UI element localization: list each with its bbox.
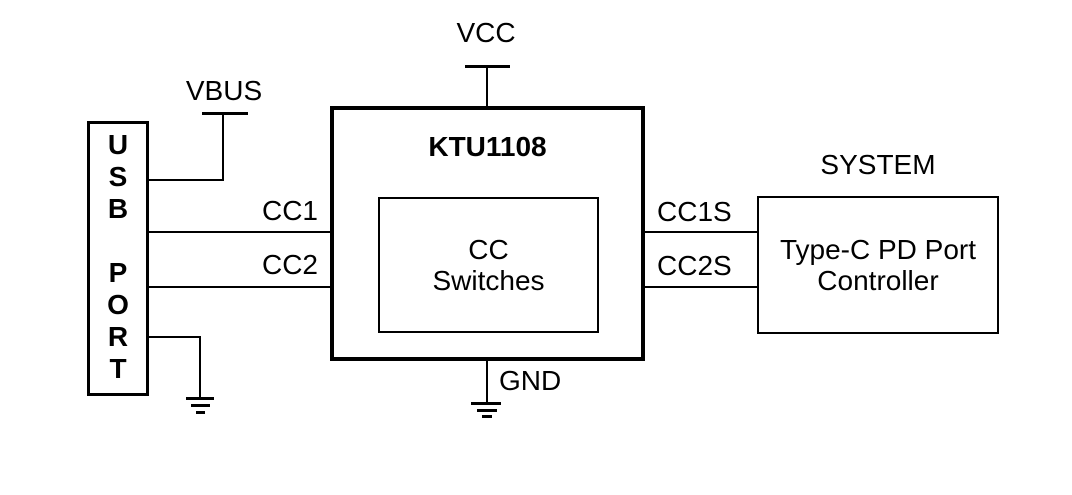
cc1s-label: CC1S bbox=[657, 196, 732, 227]
pd-port-controller-label-line1: Type-C PD Port bbox=[779, 234, 977, 265]
cc1-wire bbox=[149, 231, 379, 233]
usb-port-letter: U bbox=[107, 129, 129, 160]
usb-port-letter: T bbox=[109, 353, 127, 384]
ground-bar-medium bbox=[191, 404, 210, 407]
pd-port-controller-label-line2: Controller bbox=[817, 265, 939, 296]
vcc-label: VCC bbox=[456, 17, 516, 48]
vcc-wire bbox=[486, 67, 488, 108]
ground-bar-medium bbox=[477, 409, 497, 412]
cc-switches-label-line2: Switches bbox=[432, 265, 545, 296]
usb-port-letter: B bbox=[107, 193, 129, 224]
usb-port-letter: S bbox=[108, 161, 128, 192]
ktu1108-title: KTU1108 bbox=[428, 131, 547, 162]
system-caption: SYSTEM bbox=[820, 149, 936, 180]
vbus-label: VBUS bbox=[185, 75, 263, 106]
usb-port-box: U S B P O R T bbox=[87, 121, 149, 396]
ground-bar-large bbox=[471, 402, 501, 405]
usb-port-letter: O bbox=[107, 289, 129, 320]
cc2-label: CC2 bbox=[261, 249, 318, 280]
cc2s-label: CC2S bbox=[657, 250, 732, 281]
vbus-power-bar-icon bbox=[202, 112, 248, 115]
usb-ground-wire-horizontal bbox=[149, 336, 201, 338]
vbus-wire-horizontal bbox=[149, 179, 224, 181]
ground-bar-small bbox=[482, 415, 492, 418]
ground-bar-small bbox=[196, 411, 205, 414]
pd-port-controller-box: Type-C PD Port Controller bbox=[757, 196, 999, 334]
cc-switches-label-line1: CC bbox=[468, 234, 509, 265]
gnd-pin-wire bbox=[486, 358, 488, 403]
gnd-label: GND bbox=[499, 365, 562, 396]
vcc-power-bar-icon bbox=[465, 65, 510, 68]
cc1-label: CC1 bbox=[261, 195, 318, 226]
vbus-wire-vertical bbox=[222, 114, 224, 181]
cc1s-wire bbox=[599, 231, 757, 233]
ground-bar-large bbox=[186, 397, 214, 400]
usb-port-letter: R bbox=[107, 321, 129, 352]
cc2s-wire bbox=[599, 286, 757, 288]
cc2-wire bbox=[149, 286, 379, 288]
cc-switches-box: CC Switches bbox=[378, 197, 599, 333]
usb-ground-wire-vertical bbox=[199, 336, 201, 398]
usb-port-letter-blank bbox=[90, 225, 146, 257]
usb-port-letter: P bbox=[108, 257, 128, 288]
